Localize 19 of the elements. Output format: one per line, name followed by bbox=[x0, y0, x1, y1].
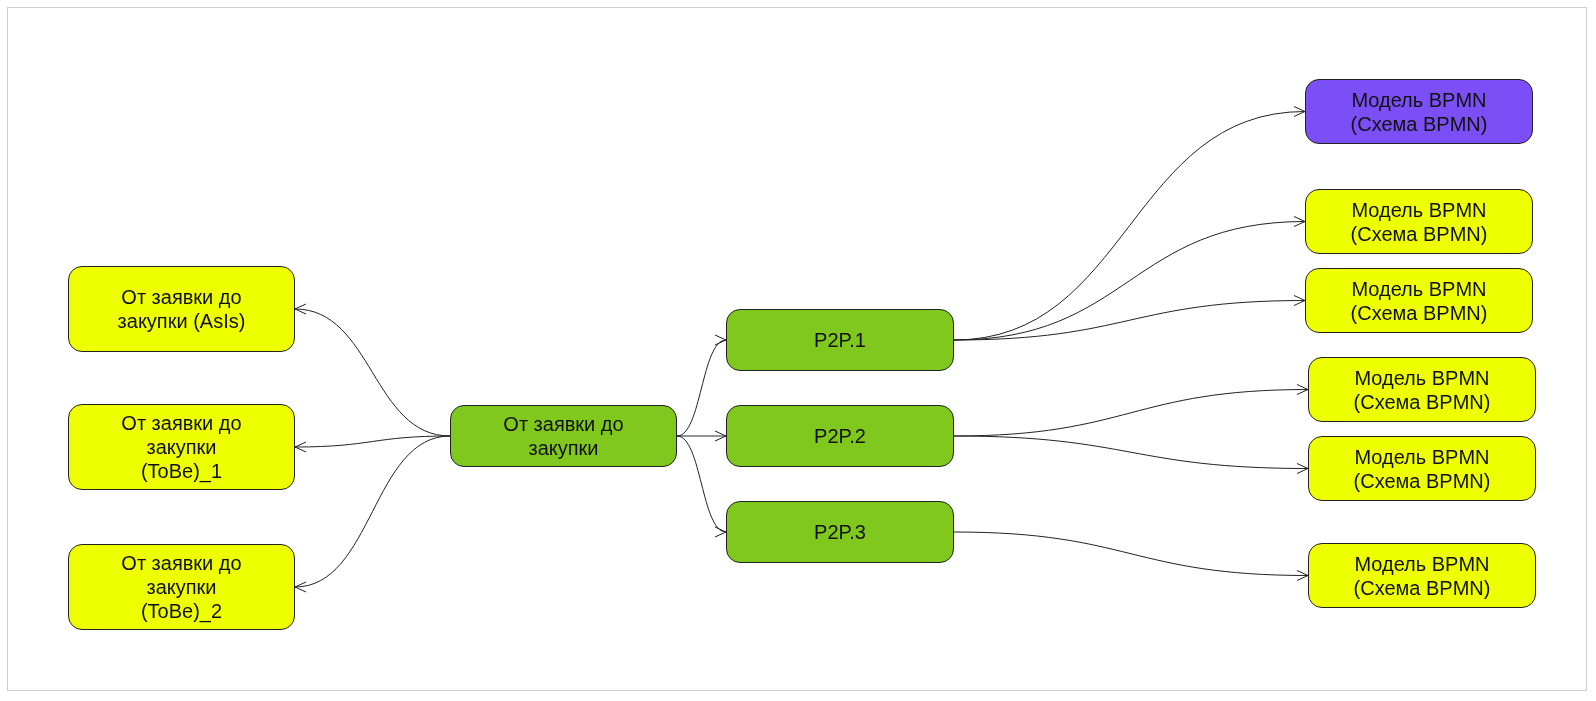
arrow bbox=[953, 435, 1309, 474]
process-box: P2P.2 bbox=[726, 405, 954, 467]
model-box: Модель BPMN (Схема BPMN) bbox=[1305, 268, 1533, 333]
arrow bbox=[294, 305, 451, 437]
model-box: Модель BPMN (Схема BPMN) bbox=[1308, 543, 1536, 608]
model-box: От заявки до закупки (ToBe)_1 bbox=[68, 404, 295, 490]
selected-model-box: Модель BPMN (Схема BPMN) bbox=[1305, 79, 1533, 144]
model-box: Модель BPMN (Схема BPMN) bbox=[1308, 436, 1536, 501]
arrow bbox=[294, 435, 451, 591]
model-box: От заявки до закупки (AsIs) bbox=[68, 266, 295, 352]
arrow bbox=[953, 384, 1309, 437]
process-box: От заявки до закупки bbox=[450, 405, 677, 467]
model-box: Модель BPMN (Схема BPMN) bbox=[1308, 357, 1536, 422]
model-box: Модель BPMN (Схема BPMN) bbox=[1305, 189, 1533, 254]
arrow bbox=[953, 531, 1309, 581]
arrow bbox=[953, 295, 1306, 341]
model-box: От заявки до закупки (ToBe)_2 bbox=[68, 544, 295, 630]
process-box: P2P.1 bbox=[726, 309, 954, 371]
process-box: P2P.3 bbox=[726, 501, 954, 563]
